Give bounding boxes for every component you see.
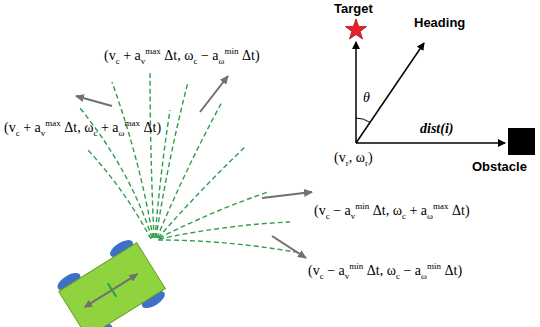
target-label: Target: [334, 1, 373, 17]
superscript: max: [145, 46, 161, 56]
superscript: max: [433, 201, 449, 211]
subscript: ω: [219, 56, 225, 66]
theta-label: θ: [363, 90, 370, 107]
window-corner-formula: (vc + avmax Δt, ωc − aωmin Δt): [104, 48, 260, 65]
superscript: min: [349, 261, 363, 271]
subscript: ω: [119, 128, 125, 138]
dist-arrow: [356, 142, 505, 144]
superscript: max: [45, 118, 61, 128]
superscript: min: [427, 261, 441, 271]
subscript: c: [193, 56, 197, 66]
pointer-arrows: [76, 76, 312, 258]
theta-arc: [356, 118, 370, 122]
target-axis: [355, 42, 357, 143]
robot-velocity-label: (vr, ωr): [334, 150, 373, 167]
subscript: r: [365, 158, 368, 168]
subscript: ω: [427, 211, 433, 221]
window-corner-formula: (vc − avmin Δt, ωc − aωmin Δt): [308, 263, 462, 280]
obstacle-label: Obstacle: [472, 159, 527, 175]
heading-label: Heading: [414, 15, 465, 31]
superscript: min: [355, 201, 369, 211]
heading-arrow: [356, 43, 424, 143]
subscript: ω: [421, 271, 427, 281]
subscript: c: [93, 128, 97, 138]
subscript: c: [116, 56, 120, 66]
window-corner-formula: (vc + avmax Δt, ωc + aωmax Δt): [4, 120, 161, 137]
subscript: c: [326, 211, 330, 221]
superscript: max: [124, 118, 140, 128]
subscript: c: [402, 211, 406, 221]
superscript: min: [224, 46, 238, 56]
subscript: c: [320, 271, 324, 281]
subscript: c: [16, 128, 20, 138]
window-corner-formula: (vc − avmin Δt, ωc + aωmax Δt): [314, 203, 470, 220]
subscript: c: [396, 271, 400, 281]
trajectories: [80, 70, 295, 252]
dist-label: dist(i): [420, 121, 453, 138]
subscript: r: [346, 158, 349, 168]
obstacle-square: [508, 128, 535, 155]
robot: [54, 235, 170, 327]
subscript: v: [141, 56, 146, 66]
subscript: v: [345, 271, 350, 281]
subscript: v: [351, 211, 356, 221]
target-star: [346, 19, 367, 39]
subscript: v: [41, 128, 46, 138]
